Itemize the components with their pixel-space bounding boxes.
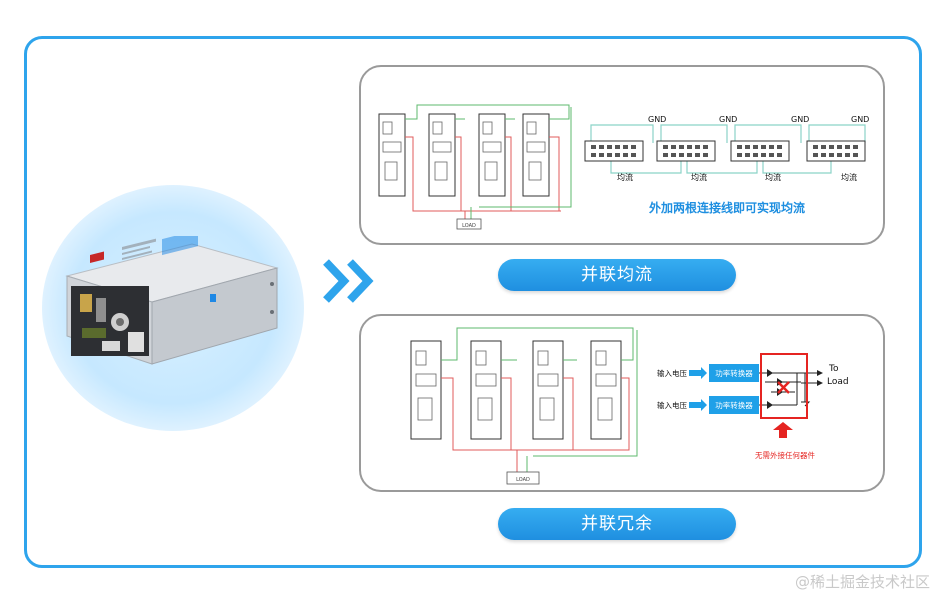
share-label-2: 均流 bbox=[691, 172, 707, 182]
oring-highlight-box bbox=[760, 353, 808, 419]
converter-box-1 bbox=[709, 364, 759, 382]
load-label-r: LOAD bbox=[516, 477, 530, 483]
load-box-r bbox=[506, 471, 540, 485]
connector-3 bbox=[730, 140, 790, 162]
connector-1 bbox=[584, 140, 644, 162]
arrow-icon bbox=[689, 367, 707, 379]
gnd-label-3: GND bbox=[791, 115, 809, 124]
psu-block-r2 bbox=[470, 340, 502, 440]
converter-label-1: 功率转换器 bbox=[715, 368, 753, 378]
redundancy-panel: LOAD 输入电压 输入电压 功率转换器 功率转换器 To Load bbox=[359, 314, 885, 492]
psu-block-1 bbox=[378, 113, 406, 197]
psu-block-2 bbox=[428, 113, 456, 197]
to-label: To bbox=[828, 364, 839, 374]
gnd-label-1: GND bbox=[648, 115, 666, 124]
share-label-1: 均流 bbox=[617, 172, 633, 182]
double-chevron-icon bbox=[323, 259, 374, 303]
redundancy-button[interactable]: 并联冗余 bbox=[498, 508, 736, 540]
psu-block-4 bbox=[522, 113, 550, 197]
gnd-label-4: GND bbox=[851, 115, 869, 124]
psu-block-3 bbox=[478, 113, 506, 197]
load-box bbox=[456, 218, 482, 230]
share-label-3: 均流 bbox=[765, 172, 781, 182]
input-voltage-label-2: 输入电压 bbox=[657, 400, 687, 410]
current-sharing-caption: 外加两根连接线即可实现均流 bbox=[649, 200, 805, 215]
share-label-4: 均流 bbox=[841, 172, 857, 182]
redundancy-diagram: LOAD 输入电压 输入电压 功率转换器 功率转换器 To Load bbox=[410, 327, 849, 485]
watermark: @稀土掘金技术社区 bbox=[794, 573, 930, 591]
load-output-label: Load bbox=[827, 377, 849, 387]
current-sharing-button[interactable]: 并联均流 bbox=[498, 259, 736, 291]
current-sharing-panel: LOAD bbox=[359, 65, 885, 245]
gnd-label-2: GND bbox=[719, 115, 737, 124]
arrow-icon bbox=[689, 399, 707, 411]
no-external-components-label: 无需外接任何器件 bbox=[755, 450, 815, 460]
psu-block-r3 bbox=[532, 340, 564, 440]
psu-block-r4 bbox=[590, 340, 622, 440]
converter-label-2: 功率转换器 bbox=[715, 400, 753, 410]
up-arrow-icon bbox=[773, 422, 793, 438]
power-supply-image bbox=[65, 236, 279, 365]
diode-icon bbox=[767, 369, 773, 377]
current-sharing-diagram: LOAD bbox=[378, 104, 869, 230]
connector-4 bbox=[806, 140, 866, 162]
connector-2 bbox=[656, 140, 716, 162]
converter-box-2 bbox=[709, 396, 759, 414]
psu-block-r1 bbox=[410, 340, 442, 440]
diode-icon bbox=[767, 401, 773, 409]
load-label: LOAD bbox=[462, 223, 476, 229]
input-voltage-label-1: 输入电压 bbox=[657, 368, 687, 378]
